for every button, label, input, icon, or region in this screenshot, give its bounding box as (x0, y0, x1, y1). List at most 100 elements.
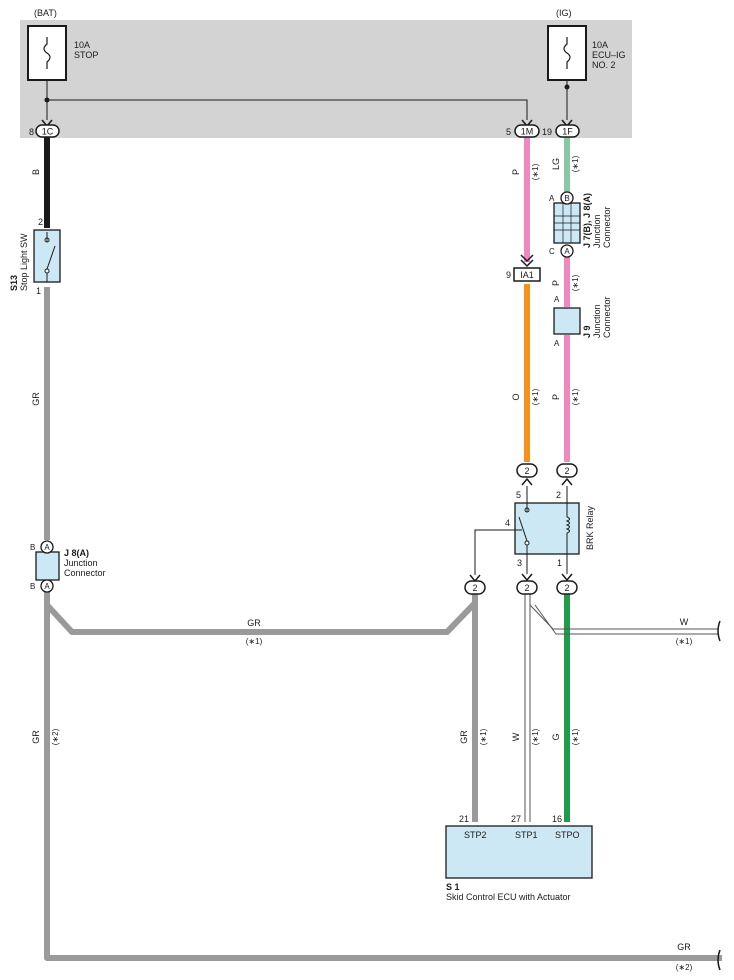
j8a-pin-top-side: B (30, 543, 35, 552)
svg-text:1C: 1C (42, 127, 54, 137)
junction-j8a (35, 540, 60, 593)
brk-relay (514, 502, 580, 555)
s13-name: Stop Light SW (19, 233, 29, 291)
bat-label: (BAT) (34, 8, 57, 18)
wire-label-b: B (31, 169, 41, 175)
fuse-stop-icon (43, 37, 51, 69)
connector-1c: 1C 8 (29, 124, 60, 138)
wire-label-gr-bottom: GR (677, 942, 691, 952)
wire-note-g: (∗1) (571, 728, 580, 745)
j7-pin-top: B (564, 194, 569, 203)
j9-pin-top: A (554, 295, 560, 304)
svg-text:2: 2 (524, 583, 529, 593)
connector-2-orange: 2 (516, 463, 538, 486)
stop-light-switch (33, 229, 61, 283)
fuse-ecu-ig-icon (563, 37, 571, 69)
wire-label-gr-1: GR (31, 392, 41, 406)
connector-2-pink: 2 (556, 463, 578, 486)
s1-name: Skid Control ECU with Actuator (446, 892, 571, 902)
brk-pin2: 2 (556, 490, 561, 500)
s1-pin-stp1: 27 (511, 814, 521, 824)
ig-label: (IG) (556, 8, 572, 18)
wire-note-p-2: (∗1) (571, 274, 580, 291)
brk-pin4: 4 (505, 518, 510, 528)
skid-control-ecu (445, 825, 593, 879)
s1-pin-stpo: 16 (552, 814, 562, 824)
wire-note-w: (∗1) (531, 728, 540, 745)
connector-ia1: IA1 (513, 267, 541, 282)
junction-j9 (553, 307, 581, 335)
fuse-stop-name: STOP (74, 50, 98, 60)
wire-note-lg: (∗1) (571, 155, 580, 172)
ia1-pin: 9 (506, 270, 511, 280)
j7-pin-top-side: A (549, 194, 555, 203)
j8a-line1: Junction (64, 558, 98, 568)
s1-term-stp1: STP1 (515, 830, 538, 840)
wire-label-g: G (551, 733, 561, 740)
connector-1f: 1F 19 (542, 124, 580, 138)
svg-text:IA1: IA1 (520, 270, 534, 280)
wire-label-gr-2: GR (31, 730, 41, 744)
j7-pin-bottom: A (564, 247, 570, 256)
wire-label-lg: LG (551, 158, 561, 170)
wire-note-o: (∗1) (531, 388, 540, 405)
j8a-line2: Connector (64, 568, 106, 578)
wire-gr-main (44, 287, 722, 961)
wire-label-gr-h: GR (247, 618, 261, 628)
wire-note-gr-h: (∗1) (246, 637, 263, 646)
svg-text:8: 8 (29, 127, 34, 137)
j7-code: J 7(B), J 8(A) (582, 193, 592, 248)
s1-term-stp2: STP2 (464, 830, 487, 840)
wire-note-gr-3: (∗1) (479, 728, 488, 745)
j9-line2: Connector (602, 296, 612, 338)
connector-2-gr: 2 (464, 580, 486, 595)
wire-note-gr-2: (∗2) (51, 728, 60, 745)
wire-label-gr-3: GR (459, 730, 469, 744)
wire-label-p-1: P (511, 169, 521, 175)
svg-text:1M: 1M (521, 127, 534, 137)
svg-text:5: 5 (506, 127, 511, 137)
svg-text:2: 2 (472, 583, 477, 593)
power-source-panel (20, 20, 632, 138)
j7-pin-bottom-side: C (549, 247, 555, 256)
wire-label-o: O (511, 393, 521, 400)
s13-pin-top: 2 (38, 217, 43, 227)
wire-w-white (524, 590, 718, 822)
connector-2-g: 2 (556, 580, 578, 595)
j8a-pin-top: A (44, 543, 50, 552)
brk-pin3: 3 (517, 558, 522, 568)
j9-pin-bottom: A (554, 339, 560, 348)
connector-1m: 1M 5 (506, 124, 540, 138)
s1-term-stpo: STPO (555, 830, 580, 840)
s13-code: S13 (9, 275, 19, 291)
wire-note-gr-bottom: (∗2) (676, 963, 693, 972)
wire-label-p-3: P (551, 394, 561, 400)
brk-pin1: 1 (557, 558, 562, 568)
brk-pin5: 5 (516, 490, 521, 500)
wire-label-w: W (511, 732, 521, 741)
j7-line1: Junction (592, 214, 602, 248)
s1-pin-stp2: 21 (459, 814, 469, 824)
brk-relay-name: BRK Relay (585, 505, 595, 550)
s1-code: S 1 (446, 882, 460, 892)
junction-j7-j8 (553, 191, 581, 258)
j9-code: J 9 (582, 325, 592, 338)
wire-label-w-right: W (680, 617, 689, 627)
wire-note-p-1: (∗1) (531, 163, 540, 180)
fuse-ecu-ig-rating: 10A (592, 40, 608, 50)
svg-text:19: 19 (542, 127, 552, 137)
wire-note-p-3: (∗1) (571, 388, 580, 405)
fuse-stop-rating: 10A (74, 40, 90, 50)
svg-text:2: 2 (564, 466, 569, 476)
fuse-ecu-ig-line2: NO. 2 (592, 60, 616, 70)
wire-note-w-right: (∗1) (676, 637, 693, 646)
connector-2-w: 2 (516, 580, 538, 595)
svg-text:2: 2 (564, 583, 569, 593)
j7-line2: Connector (602, 206, 612, 248)
wire-label-p-2: P (551, 280, 561, 286)
j8a-pin-bottom: A (44, 582, 50, 591)
fuse-ecu-ig-line1: ECU–IG (592, 50, 626, 60)
svg-text:1F: 1F (562, 127, 573, 137)
j8a-code: J 8(A) (64, 548, 89, 558)
